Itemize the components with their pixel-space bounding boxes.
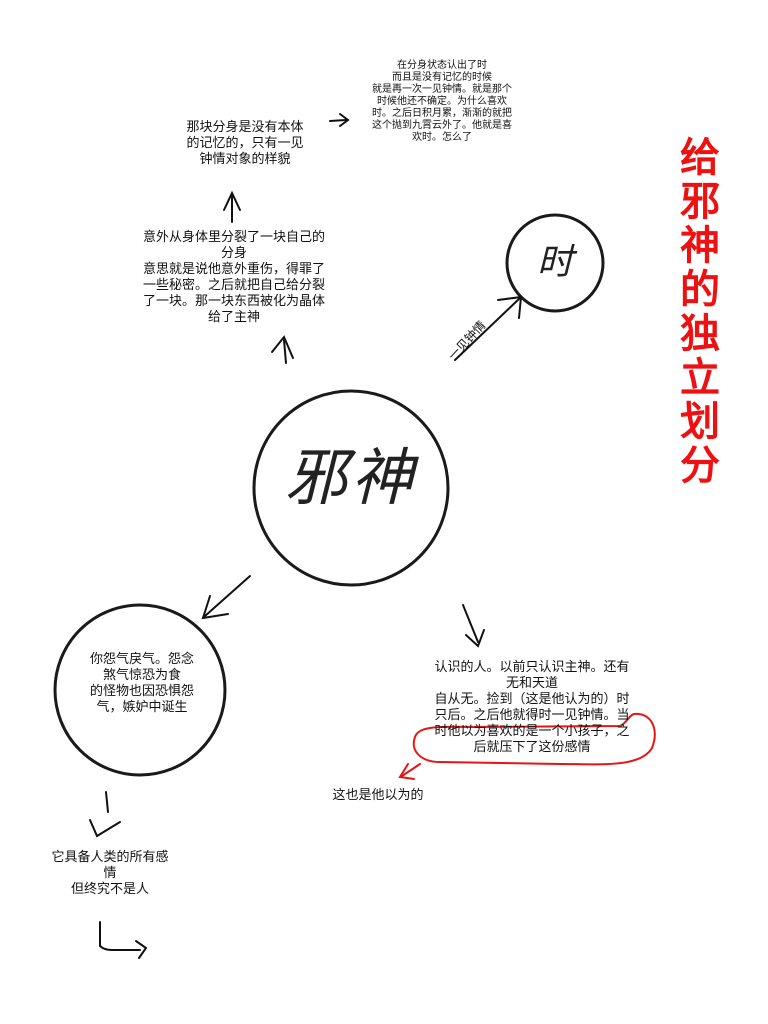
center-circle	[252, 389, 450, 587]
top-note: 在分身状态认出了时 而且是没有记忆的时候 就是再一次一见钟情。就是那个 时候他还…	[372, 60, 512, 143]
acquaintance-note-part1: 认识的人。以前只认识主神。还有 无和天道 自从无。捡到（这是他认为的）时 只后。…	[434, 660, 630, 723]
arrow-up-split	[271, 335, 294, 364]
title-char: 划	[680, 399, 720, 445]
thought-note: 这也是他以为的	[332, 788, 424, 803]
title-char: 邪	[680, 179, 720, 225]
split-note: 意外从身体里分裂了一块自己的 分身 意思就是说他意外重伤，得罪了 一些秘密。之后…	[142, 230, 325, 325]
page-title: 给 邪 神 的 独 立 划 分	[672, 136, 728, 488]
shi-node-label: 时	[536, 242, 573, 283]
title-char: 分	[680, 443, 720, 489]
title-char: 立	[680, 355, 720, 401]
center-node-label: 邪神	[284, 441, 417, 514]
title-char: 给	[680, 135, 720, 181]
acquaintance-note: 认识的人。以前只认识主神。还有 无和天道 自从无。捡到（这是他认为的）时 只后。…	[412, 660, 652, 756]
title-char: 的	[680, 267, 720, 313]
arrow-to-resentment	[201, 575, 251, 620]
arrow-to-shi	[454, 295, 523, 361]
shi-circle	[505, 213, 605, 313]
acquaintance-note-part2: 当 时他以为喜欢的是一个小孩子，之 后就压下了这份感情	[434, 708, 630, 755]
title-char: 神	[680, 223, 720, 269]
resentment-note: 你怨气戾气。怨念 煞气惊恐为食 的怪物也因恐惧怨 气，嫉妒中诞生	[89, 652, 194, 715]
resentment-circle	[53, 603, 227, 777]
hook-arrow	[99, 921, 148, 959]
title-char: 独	[680, 311, 720, 357]
red-highlight	[412, 712, 656, 766]
arrow-down-resentment	[89, 791, 121, 838]
red-arrow	[398, 763, 421, 780]
arrow-up-avatar	[223, 190, 241, 223]
arrow-right-top	[329, 113, 350, 127]
emotion-note: 它具备人类的所有感 情 但终究不是人	[51, 850, 169, 897]
arrow-to-acquaintance	[462, 604, 485, 648]
avatar-note: 那块分身是没有本体 的记忆的，只有一见 钟情对象的样貌	[186, 120, 304, 167]
